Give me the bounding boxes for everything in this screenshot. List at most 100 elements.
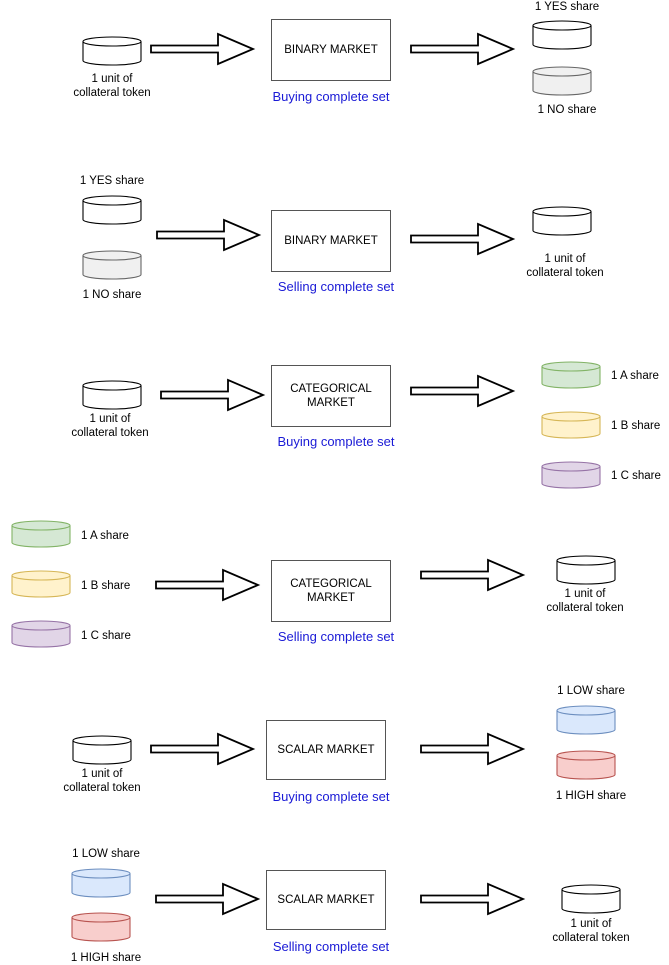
market-label: SCALAR MARKET [277,744,375,756]
collateral-label-line1: 1 unit of [544,253,586,265]
low-share-icon [556,705,616,735]
market-label: SCALAR MARKET [277,894,375,906]
collateral-token-icon [556,555,616,585]
binary-market-box: BINARY MARKET [271,19,391,81]
cylinder-body [561,884,621,914]
cylinder-body [11,520,71,548]
low-share-icon [71,868,131,898]
collateral-token-icon [532,206,592,236]
collateral-label-line2: collateral token [73,87,151,99]
cylinder-body [71,868,131,898]
selling-complete-set-caption: Selling complete set [272,939,390,954]
arrow-right-icon [410,222,516,256]
yes-share-icon [82,195,142,225]
market-label-line1: CATEGORICAL [290,383,372,395]
categorical-market-box: CATEGORICAL MARKET [271,365,391,427]
cylinder-lid [532,25,592,31]
arrow-shape [420,558,526,592]
buying-complete-set-caption: Buying complete set [272,89,390,104]
cylinder-body [82,195,142,225]
collateral-label-line2: collateral token [526,267,604,279]
cylinder-lid [82,385,142,391]
arrow-right-icon [160,378,266,412]
arrow-right-icon [410,374,516,408]
arrow-right-icon [150,32,256,66]
arrow-shape [410,32,516,66]
buying-complete-set-caption: Buying complete set [277,434,395,449]
categorical-market-box: CATEGORICAL MARKET [271,560,391,622]
market-label-line2: MARKET [307,397,355,409]
arrow-right-icon [155,568,261,602]
selling-complete-set-caption: Selling complete set [277,279,395,294]
collateral-label-line2: collateral token [71,427,149,439]
b-share-label: 1 B share [611,420,661,432]
a-share-icon [11,520,71,548]
cylinder-lid [556,560,616,566]
high-share-icon [556,750,616,780]
collateral-label: 1 unit of collateral token [52,767,152,795]
cylinder-lid [556,710,616,716]
low-share-label: 1 LOW share [557,685,625,697]
no-share-icon [532,66,592,96]
cylinder-lid [541,466,601,472]
scalar-market-box: SCALAR MARKET [266,720,386,780]
binary-market-box: BINARY MARKET [271,210,391,272]
yes-share-label: 1 YES share [534,1,600,13]
cylinder-body [532,20,592,50]
high-share-icon [71,912,131,942]
cylinder-lid [71,873,131,879]
b-share-icon [11,570,71,598]
arrow-right-icon [410,32,516,66]
a-share-label: 1 A share [611,370,659,382]
high-share-label: 1 HIGH share [555,790,627,802]
b-share-icon [541,411,601,439]
cylinder-body [82,380,142,410]
arrow-right-icon [150,732,256,766]
cylinder-body [11,620,71,648]
market-label-line2: MARKET [307,592,355,604]
collateral-label: 1 unit of collateral token [515,252,615,280]
selling-complete-set-caption: Selling complete set [277,629,395,644]
cylinder-lid [82,41,142,47]
a-share-label: 1 A share [81,530,129,542]
collateral-token-icon [82,380,142,410]
arrow-right-icon [420,732,526,766]
collateral-label: 1 unit of collateral token [535,587,635,615]
cylinder-body [82,250,142,280]
scalar-market-box: SCALAR MARKET [266,870,386,930]
market-label-line1: CATEGORICAL [290,578,372,590]
cylinder-lid [11,625,71,631]
arrow-shape [160,378,266,412]
collateral-label-line1: 1 unit of [564,588,606,600]
market-label: BINARY MARKET [284,44,378,56]
collateral-label-line2: collateral token [552,932,630,944]
c-share-icon [11,620,71,648]
market-label: CATEGORICAL MARKET [290,577,372,605]
cylinder-lid [82,200,142,206]
cylinder-lid [532,211,592,217]
cylinder-body [556,705,616,735]
cylinder-lid [82,255,142,261]
no-share-label: 1 NO share [82,289,142,301]
yes-share-icon [532,20,592,50]
arrow-shape [156,218,262,252]
cylinder-body [82,36,142,66]
collateral-label: 1 unit of collateral token [60,412,160,440]
collateral-label-line1: 1 unit of [81,768,123,780]
arrow-right-icon [156,218,262,252]
cylinder-body [532,206,592,236]
cylinder-body [541,461,601,489]
arrow-shape [410,374,516,408]
cylinder-lid [541,416,601,422]
collateral-label: 1 unit of collateral token [62,72,162,100]
b-share-label: 1 B share [81,580,131,592]
a-share-icon [541,361,601,389]
collateral-label-line1: 1 unit of [89,413,131,425]
high-share-label: 1 HIGH share [70,952,142,964]
arrow-shape [410,222,516,256]
cylinder-body [71,912,131,942]
arrow-right-icon [155,882,261,916]
cylinder-body [556,750,616,780]
cylinder-body [72,735,132,765]
c-share-icon [541,461,601,489]
